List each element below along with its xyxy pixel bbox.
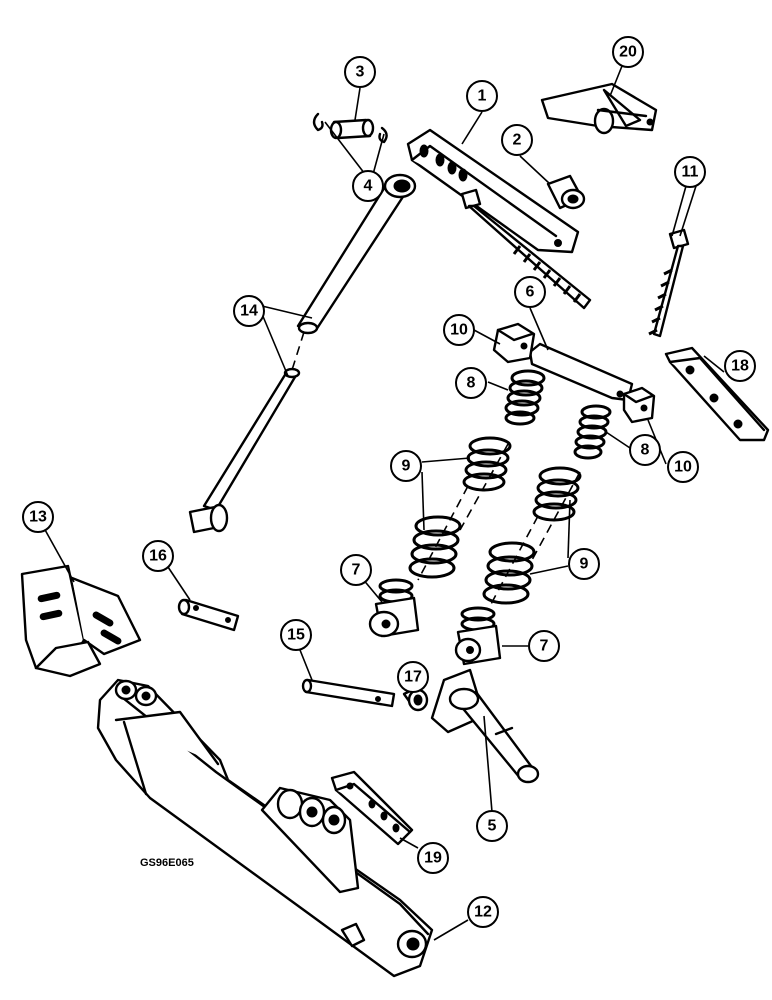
- leader-lines: [43, 65, 725, 941]
- svg-text:17: 17: [404, 669, 422, 686]
- svg-text:3: 3: [356, 64, 365, 81]
- svg-text:6: 6: [526, 284, 535, 301]
- callout-8-right: 8: [629, 434, 661, 466]
- callout-16: 16: [142, 540, 174, 572]
- part-20-roll-pin-assembly: [540, 82, 658, 135]
- callout-bubbles: 1 2 3 4 5 6 7 7 8 8 9 9 10 10 11 12 13 1…: [22, 36, 756, 928]
- callout-14: 14: [233, 295, 265, 327]
- svg-text:13: 13: [29, 509, 47, 526]
- svg-text:4: 4: [364, 178, 373, 195]
- callout-17: 17: [397, 661, 429, 693]
- callout-15: 15: [280, 619, 312, 651]
- svg-text:10: 10: [674, 459, 692, 476]
- callout-9-right: 9: [568, 548, 600, 580]
- part-18-plate: [664, 346, 770, 442]
- svg-text:8: 8: [641, 442, 650, 459]
- part-3-pin: [329, 118, 375, 140]
- svg-text:11: 11: [682, 164, 699, 181]
- callout-1: 1: [466, 80, 498, 112]
- part-7-spring-seat-right: [454, 606, 502, 666]
- part-7-spring-seat-left: [368, 578, 420, 638]
- svg-text:16: 16: [149, 548, 167, 565]
- callout-9-left: 9: [390, 450, 422, 482]
- part-9-spring-lower-left: [408, 515, 462, 579]
- callout-4: 4: [352, 170, 384, 202]
- part-11-bolts: [460, 188, 690, 338]
- svg-text:9: 9: [402, 458, 411, 475]
- svg-text:12: 12: [474, 904, 492, 921]
- callout-6: 6: [514, 276, 546, 308]
- part-9-spring-upper-left: [462, 436, 512, 492]
- callout-10-left: 10: [443, 314, 475, 346]
- svg-text:8: 8: [467, 375, 476, 392]
- part-12-main-arm: [96, 678, 434, 978]
- callout-5: 5: [476, 810, 508, 842]
- part-14-link-rod: [188, 173, 417, 534]
- svg-text:14: 14: [240, 303, 258, 320]
- part-16-pin: [177, 598, 240, 632]
- callout-18: 18: [724, 350, 756, 382]
- callout-12: 12: [467, 896, 499, 928]
- callout-11: 11: [674, 156, 706, 188]
- callout-10-right: 10: [667, 451, 699, 483]
- part-8-spring-left: [504, 369, 546, 426]
- svg-text:5: 5: [488, 818, 497, 835]
- figure-code: GS96E065: [140, 857, 194, 869]
- svg-text:20: 20: [619, 44, 637, 61]
- part-9-spring-upper-right: [532, 466, 582, 522]
- part-5-shaft: [430, 668, 540, 784]
- svg-text:19: 19: [424, 850, 442, 867]
- callout-7-left: 7: [340, 554, 372, 586]
- svg-text:1: 1: [478, 88, 487, 105]
- callout-8-left: 8: [455, 367, 487, 399]
- part-15-long-pin: [301, 678, 396, 708]
- callout-3: 3: [344, 56, 376, 88]
- svg-text:10: 10: [450, 322, 468, 339]
- part-2-bushing: [546, 174, 586, 210]
- callout-13: 13: [22, 501, 54, 533]
- part-10-block-left: [492, 322, 536, 364]
- part-9-spring-lower-right: [482, 541, 536, 605]
- svg-text:7: 7: [540, 638, 549, 655]
- part-10-block-right: [622, 386, 656, 424]
- callout-7-right: 7: [528, 630, 560, 662]
- svg-text:7: 7: [352, 562, 361, 579]
- part-17-bushing: [402, 686, 429, 712]
- svg-text:15: 15: [287, 627, 305, 644]
- svg-text:18: 18: [731, 358, 749, 375]
- svg-text:2: 2: [513, 132, 522, 149]
- part-19-plate: [330, 770, 414, 846]
- part-8-spring-right: [573, 404, 612, 460]
- part-6-adjuster-bar: [528, 342, 634, 402]
- callout-19: 19: [417, 842, 449, 874]
- svg-text:9: 9: [580, 556, 589, 573]
- callout-20: 20: [612, 36, 644, 68]
- part-1-mounting-bracket: [406, 128, 580, 254]
- callout-2: 2: [501, 124, 533, 156]
- part-13-bracket: [20, 564, 142, 678]
